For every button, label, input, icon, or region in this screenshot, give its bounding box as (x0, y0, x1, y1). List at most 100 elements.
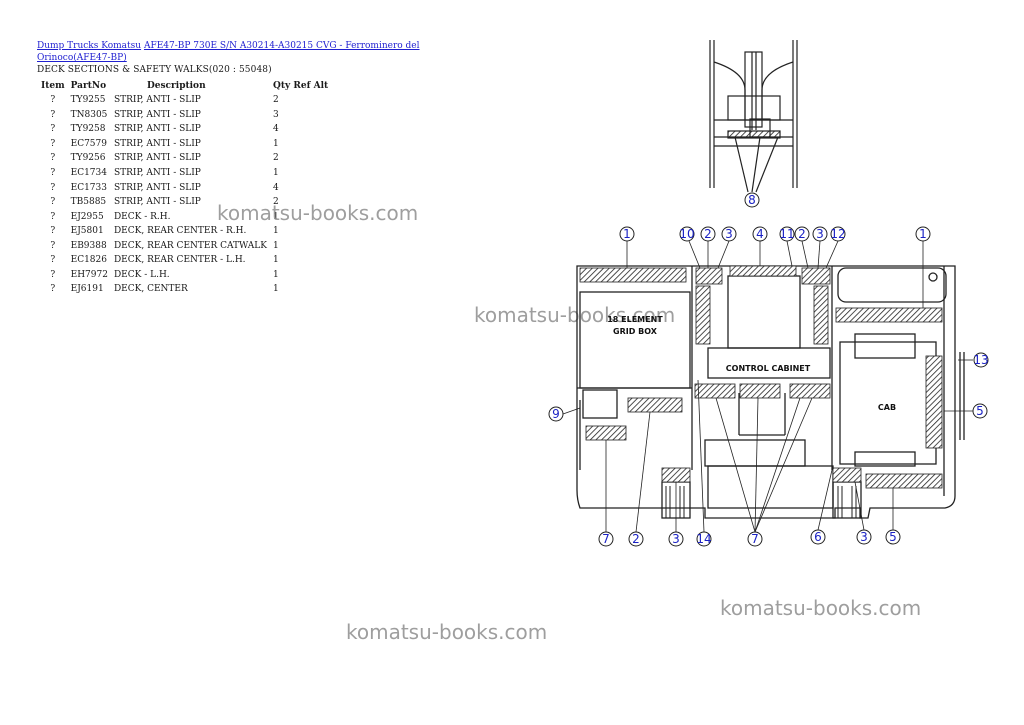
cell-description: DECK, REAR CENTER CATWALK (113, 240, 267, 251)
cell-partno: TY9255 (70, 95, 106, 106)
cell-description: DECK, REAR CENTER - R.H. (113, 226, 247, 237)
callout-circle (700, 226, 716, 242)
callout-circle (628, 531, 644, 547)
callout-circle (779, 226, 795, 242)
cell-item: ? (50, 124, 56, 135)
callout-circle (856, 529, 872, 545)
callout-circle (972, 403, 988, 419)
parts-table: Item PartNo Description Qty Ref Alt ? TY9… (38, 78, 331, 297)
cell-item: ? (50, 109, 56, 120)
cell-item: ? (50, 226, 56, 237)
callout-circle (973, 352, 989, 368)
callout-circle (810, 529, 826, 545)
callout-number: 2 (632, 532, 640, 546)
cell-qty: 1 (273, 211, 279, 222)
table-row: ? EJ2955 DECK - R.H. 1 (38, 209, 331, 224)
cell-partno: EB9388 (70, 240, 107, 251)
breadcrumb-link-dump-trucks[interactable]: Dump Trucks Komatsu (37, 41, 142, 51)
callout-number: 6 (814, 530, 822, 544)
cell-item: ? (50, 95, 56, 106)
cell-qty: 2 (273, 95, 279, 106)
callout-number: 2 (798, 227, 806, 241)
anti-slip-strips (579, 265, 943, 489)
cell-qty: 1 (273, 168, 279, 178)
col-description-label: Description (146, 80, 206, 91)
callout-circle (752, 226, 768, 242)
stair-steps (665, 486, 857, 518)
cell-item: ? (50, 255, 56, 266)
cell-partno: EH7972 (70, 269, 108, 280)
cell-qty: 1 (273, 138, 279, 149)
callout-number: 2 (704, 227, 712, 241)
cell-item: ? (50, 138, 56, 149)
callout-number: 1 (919, 227, 927, 241)
callout-circle (721, 226, 737, 242)
cell-item: ? (50, 211, 56, 222)
cell-item: ? (50, 168, 56, 178)
callout-circle (744, 192, 760, 208)
callout-circle (598, 531, 614, 547)
cell-description: STRIP, ANTI - SLIP (113, 95, 201, 106)
callout-number: 14 (696, 532, 711, 546)
cell-description: DECK - L.H. (113, 269, 170, 280)
cell-description: STRIP, ANTI - SLIP (113, 168, 201, 178)
cell-qty: 1 (273, 255, 279, 266)
breadcrumb: Dump Trucks Komatsu AFE47-BP 730E S/N A3… (37, 40, 482, 64)
cell-description: STRIP, ANTI - SLIP (113, 109, 201, 120)
col-description: Description (111, 78, 270, 93)
cell-partno: EJ5801 (70, 226, 104, 237)
cell-item: ? (50, 269, 56, 280)
cell-partno: EC1733 (70, 182, 107, 193)
callout-circle (794, 226, 810, 242)
cell-description: STRIP, ANTI - SLIP (113, 138, 201, 149)
callout-number: 11 (779, 227, 794, 241)
cell-qty: 4 (273, 182, 279, 193)
cell-partno: EJ2955 (70, 211, 104, 222)
cell-qty: 3 (273, 109, 279, 120)
grid-box-label-line2: GRID BOX (613, 327, 658, 336)
parts-table-header: Item PartNo Description Qty Ref Alt (38, 78, 331, 93)
cell-description: DECK, REAR CENTER - L.H. (113, 255, 246, 266)
cell-partno: TY9258 (70, 124, 106, 135)
cell-description: STRIP, ANTI - SLIP (113, 197, 201, 208)
callout-number: 5 (976, 404, 984, 418)
callout-circle (679, 226, 695, 242)
cell-qty: 1 (273, 269, 279, 280)
callout-circle (812, 226, 828, 242)
col-ref: Ref (293, 80, 311, 91)
cell-item: ? (50, 240, 56, 251)
cab-label: CAB (878, 403, 896, 412)
cell-partno: EC1734 (70, 168, 107, 178)
callout-circle (696, 531, 712, 547)
callout-number: 4 (756, 227, 764, 241)
cell-description: STRIP, ANTI - SLIP (113, 182, 201, 193)
cell-qty: 2 (273, 197, 279, 208)
cell-partno: TB5885 (70, 197, 107, 208)
callout-circle (830, 226, 846, 242)
col-alt: Alt (313, 80, 329, 91)
callout-number: 3 (725, 227, 733, 241)
cell-description: DECK, CENTER (113, 284, 188, 295)
control-cabinet-label: CONTROL CABINET (726, 364, 811, 373)
callout-number: 10 (679, 227, 694, 241)
table-row: ? EH7972 DECK - L.H. 1 (38, 268, 331, 283)
callout-number: 3 (860, 530, 868, 544)
callout-number: 5 (889, 530, 897, 544)
table-row: ? EC1734 STRIP, ANTI - SLIP 1 (38, 166, 331, 181)
callout-circle (548, 406, 564, 422)
callout-number: 8 (748, 193, 756, 207)
breadcrumb-link-model[interactable]: AFE47-BP 730E S/N A30214-A30215 CVG - Fe… (37, 41, 420, 63)
callout-number: 3 (816, 227, 824, 241)
top-view-drawing (709, 40, 798, 193)
watermark: komatsu-books.com (346, 620, 548, 644)
cell-description: DECK - R.H. (113, 211, 171, 222)
